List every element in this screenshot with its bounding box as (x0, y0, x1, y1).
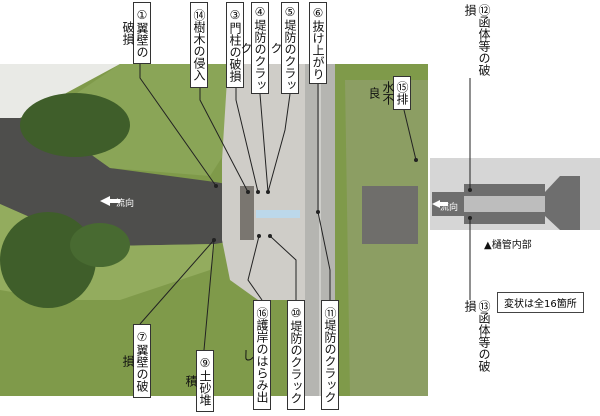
label-levee-crack-4: ④堤防のクラック (239, 2, 269, 94)
outlet-basin (362, 186, 418, 244)
label-levee-crack-5: ⑤堤防のクラック (269, 2, 299, 94)
tree-lower (0, 212, 96, 308)
flow-direction-section: 流向 (440, 203, 459, 213)
label-levee-crack-11: ⑪堤防のクラック (321, 300, 339, 410)
paved-area (222, 64, 305, 300)
sluice-gate (256, 210, 300, 218)
summary-note: 変状は全16箇所 (497, 292, 584, 313)
section-culvert (464, 196, 545, 212)
label-drainage-failure: ⑮排水不良 (367, 76, 411, 110)
label-box-damage-13: ⑬函体等の破損 (463, 300, 491, 372)
label-revetment-bulge: ⑯護岸のはらみ出し (241, 300, 271, 410)
label-box-damage-12: ⑫函体等の破損 (463, 4, 491, 76)
arrow-left-icon (432, 200, 448, 208)
arrow-left-icon (100, 196, 120, 206)
label-tree-intrusion: ⑭樹木の侵入 (190, 2, 208, 88)
label-levee-crack-10: ⑩堤防のクラック (287, 300, 305, 410)
label-wing-wall-damage-7: ⑦翼壁の破損 (121, 324, 151, 398)
label-uplift: ⑥抜け上がり (309, 2, 327, 84)
leader-lines (139, 64, 471, 351)
tree-upper (20, 93, 130, 157)
label-sediment: ⑨土砂堆積 (184, 350, 214, 412)
background-corner (0, 64, 120, 118)
label-wing-wall-damage-1: ①翼壁の破損 (121, 2, 151, 64)
label-gate-pillar-damage: ③門柱の破損 (226, 2, 244, 88)
section-caption: ▲樋管内部 (484, 240, 532, 251)
flow-direction-main: 流向 (116, 199, 135, 209)
tree-lower-2 (70, 223, 130, 267)
sluice-headwall (240, 186, 254, 240)
